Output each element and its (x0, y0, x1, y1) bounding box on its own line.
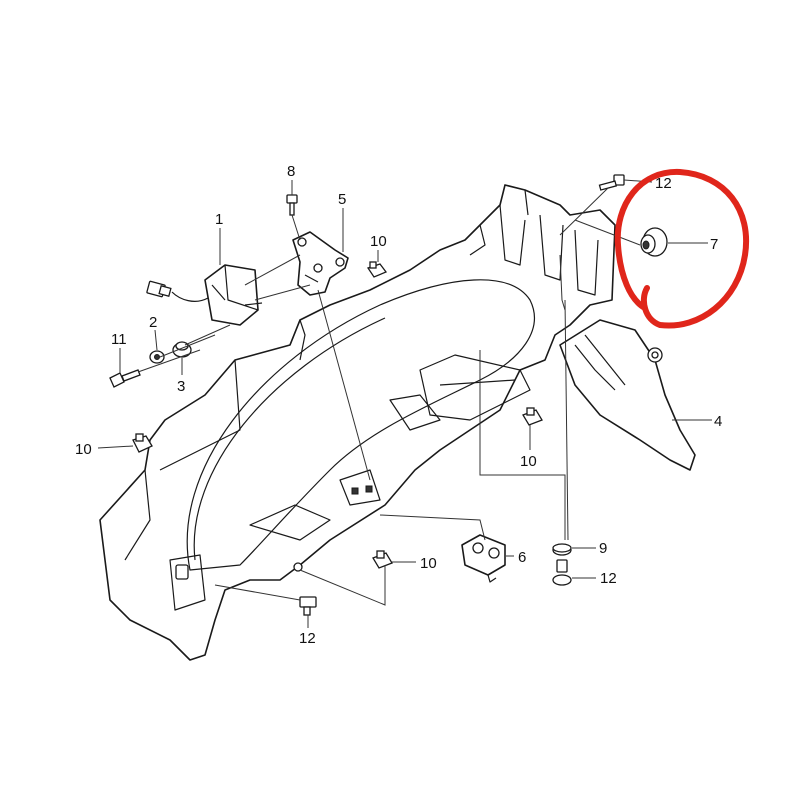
part-10-clip-c (522, 407, 543, 426)
callout-6: 6 (518, 549, 526, 566)
part-1-electrical-unit (146, 264, 263, 326)
callout-12-bottom: 12 (299, 630, 316, 647)
part-9-washer (552, 543, 572, 556)
callout-2: 2 (149, 314, 157, 331)
callout-4: 4 (714, 413, 722, 430)
callout-9: 9 (599, 540, 607, 557)
callout-12-top: 12 (655, 175, 672, 192)
callout-3: 3 (177, 378, 185, 395)
part-4-rear-flap (559, 319, 696, 471)
callout-5: 5 (338, 191, 346, 208)
part-12-bolt-top (598, 174, 625, 191)
callout-10-right: 10 (520, 453, 537, 470)
callout-11: 11 (111, 331, 127, 348)
part-2-nut (149, 350, 165, 364)
callout-12-right: 12 (600, 570, 617, 587)
part-3-rubber-mount (172, 341, 192, 358)
red-highlight-circle (614, 168, 750, 329)
callout-10-top: 10 (370, 233, 387, 250)
part-6-mount (461, 534, 506, 583)
callout-1: 1 (215, 211, 223, 228)
part-10-clip-a (366, 261, 388, 278)
inner-fender-body (99, 184, 616, 661)
part-10-clip-b (132, 433, 153, 453)
part-7-grommet (640, 227, 668, 257)
callout-7: 7 (710, 236, 718, 253)
part-10-clip-d (372, 550, 393, 569)
callout-labels: 1 2 3 4 5 6 7 8 9 10 10 10 10 11 12 12 1… (75, 163, 722, 647)
callout-10-left: 10 (75, 441, 92, 458)
part-11-screw (109, 369, 141, 388)
part-12-bolt-bottom (299, 596, 317, 616)
part-12-bolt-right (552, 559, 572, 586)
part-5-bracket (292, 231, 349, 296)
callout-10-bottom: 10 (420, 555, 437, 572)
leader-lines (97, 179, 712, 628)
callout-8: 8 (287, 163, 295, 180)
part-8-bolt (286, 194, 298, 216)
